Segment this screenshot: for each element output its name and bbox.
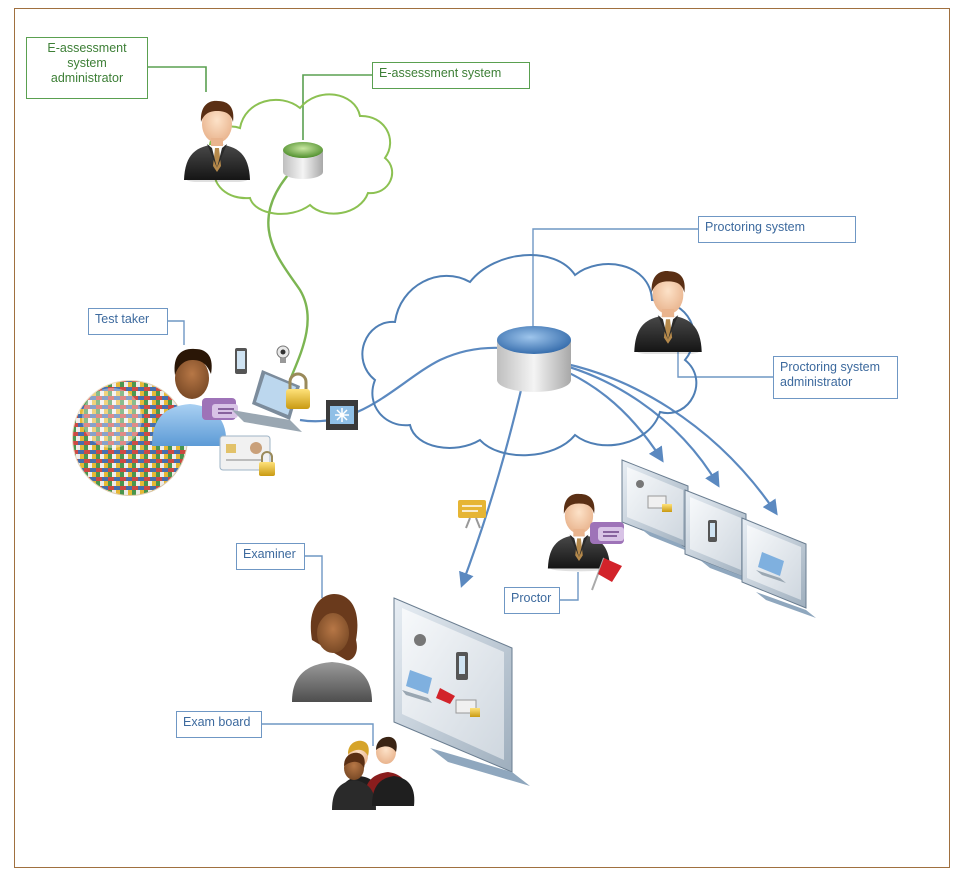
label-line: system xyxy=(67,56,107,70)
cloud-icon xyxy=(361,254,698,457)
label-eassess-admin: E-assessment system administrator xyxy=(26,37,148,99)
connector-proctor xyxy=(560,572,579,601)
id-card-icon xyxy=(219,435,275,476)
database-icon xyxy=(283,142,323,179)
monitor-icon xyxy=(684,489,752,584)
connector-proctoring-admin xyxy=(677,345,773,378)
label-text: Examiner xyxy=(243,547,296,561)
label-proctoring-admin: Proctoring system administrator xyxy=(773,356,898,399)
video-film-icon xyxy=(326,400,358,430)
label-examiner: Examiner xyxy=(236,543,305,570)
monitor-icon xyxy=(621,459,690,552)
label-proctor: Proctor xyxy=(504,587,560,614)
monitor-icon xyxy=(393,597,530,786)
group-icon xyxy=(332,736,415,810)
connector-test-taker xyxy=(168,320,185,345)
lock-icon xyxy=(286,372,310,409)
person-admin-icon xyxy=(634,271,702,354)
database-icon xyxy=(497,326,571,392)
monitor-icon xyxy=(741,517,816,618)
flag-icon xyxy=(591,557,622,591)
label-proctoring-system: Proctoring system xyxy=(698,216,856,243)
webcam-icon xyxy=(276,345,290,363)
certificate-icon xyxy=(458,500,486,529)
diagram-frame xyxy=(14,8,950,868)
label-text: Proctor xyxy=(511,591,552,605)
arrow-to-examiner xyxy=(459,359,530,588)
label-line: Proctoring system xyxy=(780,360,881,374)
connector-eassess-admin xyxy=(148,66,207,92)
connector-proctoring-system xyxy=(532,228,698,335)
phone-icon xyxy=(235,348,247,374)
link-eassess-to-laptop xyxy=(267,161,309,381)
label-text: Exam board xyxy=(183,715,251,729)
chat-bubble-icon xyxy=(202,398,238,420)
label-line: E-assessment xyxy=(47,41,127,55)
label-line: administrator xyxy=(780,375,853,389)
label-text: Proctoring system xyxy=(705,220,806,234)
person-admin-icon xyxy=(184,100,250,182)
label-test-taker: Test taker xyxy=(88,308,168,335)
label-eassess-system: E-assessment system xyxy=(372,62,530,89)
label-text: E-assessment system xyxy=(379,66,502,80)
globe-flags-icon xyxy=(72,380,188,496)
label-line: administrator xyxy=(50,71,124,85)
label-exam-board: Exam board xyxy=(176,711,262,738)
connector-examiner xyxy=(305,555,323,598)
connector-exam-board xyxy=(262,723,374,746)
label-text: Test taker xyxy=(95,312,150,326)
cloud-icon xyxy=(208,93,394,215)
connector-eassess-system xyxy=(302,74,372,140)
chat-bubble-icon xyxy=(590,522,624,544)
person-examiner-icon xyxy=(292,594,372,702)
